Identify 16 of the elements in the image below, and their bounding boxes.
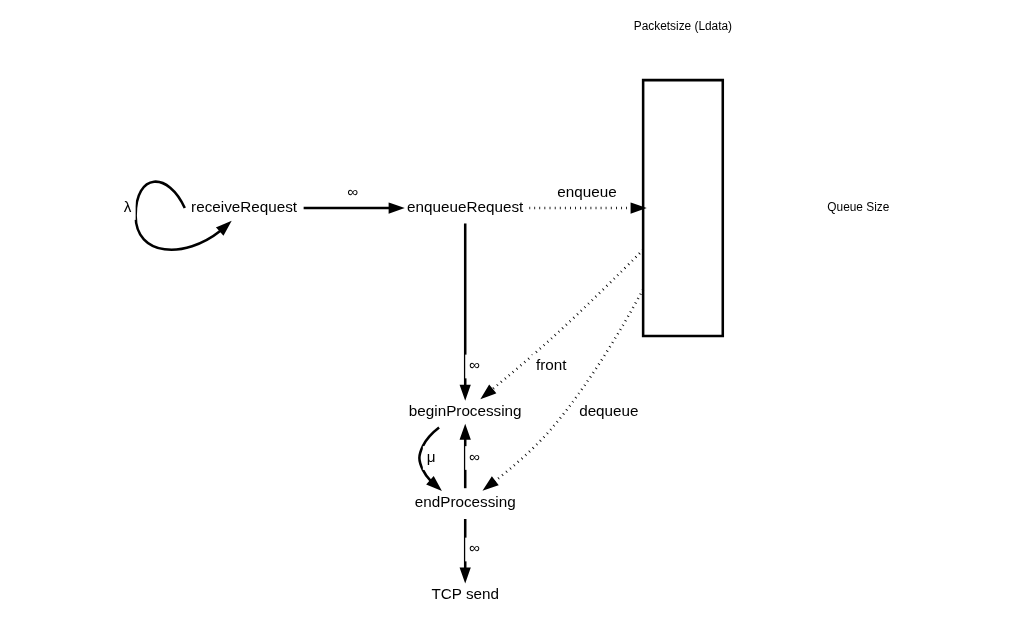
node-text: beginProcessing <box>408 401 522 419</box>
edge-label: μ <box>426 447 436 465</box>
edge-label: enqueue <box>557 183 617 201</box>
node-text: enqueueRequest <box>407 197 524 215</box>
edge-label: front <box>535 356 567 374</box>
edge-label: ∞ <box>469 539 480 557</box>
node-text: TCP send <box>431 584 499 602</box>
edge-label: ∞ <box>347 183 359 201</box>
node-text: endProcessing <box>414 493 516 511</box>
edge-label: ∞ <box>469 356 480 374</box>
node-text: receiveRequest <box>191 197 298 215</box>
label: Packetsize (Ldata) <box>633 18 733 33</box>
edge-label: dequeue <box>579 401 639 419</box>
edge-label: λ <box>123 197 132 215</box>
label: Queue Size <box>827 200 890 215</box>
edge-label: ∞ <box>469 447 480 465</box>
